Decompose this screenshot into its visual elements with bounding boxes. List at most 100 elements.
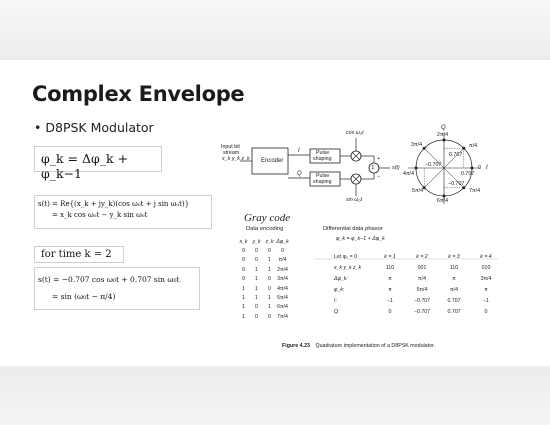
encoding-header: x_k <box>239 238 248 245</box>
figure-caption: Figure 4.23 Quadrature implementation of… <box>282 343 435 349</box>
equation-phase: φ_k = Δφ_k + φ_k−1 <box>34 146 162 181</box>
output-label: s(t) <box>392 165 400 171</box>
encoding-header: z_k <box>265 238 274 245</box>
constellation-point-1 <box>462 146 466 150</box>
constellation-point-6 <box>442 194 446 198</box>
phasor-cell: −1 <box>387 297 393 304</box>
phasor-cell: 0.707 <box>447 309 461 316</box>
encoding-cell: 0 <box>268 313 271 320</box>
bullet-marker: • <box>34 120 42 135</box>
encoder-box <box>251 147 289 175</box>
equation-signal-line2: = x_k cos ω₀t − y_k sin ω₀t <box>52 211 148 219</box>
constellation-point-0 <box>470 166 474 170</box>
phasor-table: Let φ₀ = 0 k = 1 k = 2 k = 3 k = 4 x_k y… <box>334 251 502 318</box>
constellation-i-label: I <box>486 165 488 171</box>
equation-result-line1: s(t) = −0.707 cos ω₀t + 0.707 sin ω₀t <box>38 275 180 284</box>
point-label-5: 5π/4 <box>412 188 424 194</box>
constellation-point-4 <box>414 166 418 170</box>
encoding-cell: 1 <box>242 313 245 320</box>
phasor-header-row: Let φ₀ = 0 k = 1 k = 2 k = 3 k = 4 <box>334 251 502 262</box>
phasor-header: Let φ₀ = 0 <box>334 253 357 260</box>
encoding-cell: 1 <box>268 295 271 302</box>
encoding-cell: 0 <box>255 313 258 320</box>
encoding-cell: 1 <box>268 304 271 311</box>
encoding-cell: 1 <box>255 266 258 273</box>
input-label-2: stream <box>223 150 240 156</box>
data-encoding-heading: Data encoding <box>246 226 284 232</box>
top-band <box>0 0 550 60</box>
encoding-cell: 0 <box>268 276 271 283</box>
phasor-cell: π <box>452 275 456 282</box>
table-row: 1 0 0 7π/4 <box>237 312 289 321</box>
constellation-point-2 <box>442 138 446 142</box>
encoding-cell: 0 <box>242 257 245 264</box>
phasor-cell: 0 <box>388 309 392 316</box>
encoding-header: Δφ_k <box>276 238 289 245</box>
encoding-cell: 0 <box>255 304 258 311</box>
equation-result-line2: = sin (ω₀t − π/4) <box>52 292 116 301</box>
bullet-item: • D8PSK Modulator <box>34 120 154 135</box>
phasor-header: k = 2 <box>416 253 428 260</box>
phasor-cell: 010 <box>481 264 491 271</box>
input-label-3: x_k y_k z_k <box>222 156 250 162</box>
encoding-cell: 1 <box>242 304 245 311</box>
figure-d8psk: Input bit stream x_k y_k z_k Encoder I Q… <box>218 124 510 354</box>
encoding-cell: π/4 <box>278 257 287 264</box>
sum-symbol: Σ <box>371 165 375 171</box>
phasor-cell: φ_k: <box>334 286 345 293</box>
phasor-header: k = 1 <box>384 253 396 260</box>
input-label-1: Input bit <box>221 144 240 150</box>
encoding-cell: 0 <box>281 248 284 255</box>
cos-label: cos ω₀t <box>346 130 364 136</box>
equation-signal: s(t) = Re{(x_k + jy_k)(cos ω₀t + j sin ω… <box>34 195 212 229</box>
encoding-header-row: x_k y_k z_k Δφ_k <box>237 237 289 246</box>
phasor-header: k = 3 <box>448 253 460 260</box>
phasor-cell: Δφ_k: <box>334 275 348 282</box>
phasor-cell: π <box>388 275 392 282</box>
pulse-q-text-1: Pulse <box>316 173 330 179</box>
point-label-0: 0 <box>478 165 481 171</box>
encoding-cell: 0 <box>268 285 271 292</box>
caption-text: Quadrature implementation of a D8PSK mod… <box>315 343 435 349</box>
encoding-cell: 1 <box>268 266 271 273</box>
constellation-q-label: Q <box>441 125 446 131</box>
phasor-cell: 5π/4 <box>416 286 428 293</box>
value-left: −0.707 <box>425 162 442 168</box>
phasor-cell: −0.707 <box>413 309 430 316</box>
mixer-i-x2 <box>352 152 360 160</box>
pulse-i-text-1: Pulse <box>316 150 330 156</box>
encoding-cell: 0 <box>242 248 245 255</box>
encoding-cell: 7π/4 <box>277 313 288 320</box>
phasor-header: k = 4 <box>480 253 492 260</box>
phasor-cell: 0 <box>484 309 488 316</box>
point-label-3: 3π/4 <box>411 142 423 148</box>
encoding-cell: 1 <box>255 276 258 283</box>
bullet-text: D8PSK Modulator <box>45 120 154 135</box>
encoding-cell: 6π/4 <box>277 304 288 311</box>
pulse-q-text-2: shaping <box>313 179 332 185</box>
phasor-cell: 110 <box>385 264 395 271</box>
i-label: I <box>298 148 300 154</box>
equation-result: s(t) = −0.707 cos ω₀t + 0.707 sin ω₀t = … <box>34 267 200 310</box>
phasor-cell: 0.707 <box>447 297 461 304</box>
encoding-cell: 0 <box>255 257 258 264</box>
encoding-cell: 0 <box>268 248 271 255</box>
phasor-cell: 3π/4 <box>480 275 492 282</box>
equation-signal-line1: s(t) = Re{(x_k + jy_k)(cos ω₀t + j sin ω… <box>38 200 190 208</box>
encoding-cell: 1 <box>242 285 245 292</box>
point-label-1: π/4 <box>469 143 478 149</box>
point-label-4: 4π/4 <box>403 171 415 177</box>
phasor-cell: I: <box>334 297 337 304</box>
caption-label: Figure 4.23 <box>282 343 310 349</box>
gray-code-title: Gray code <box>244 212 291 224</box>
constellation-point-5 <box>422 186 426 190</box>
encoding-cell: 2π/4 <box>277 266 288 273</box>
phasor-cell: −1 <box>483 297 489 304</box>
value-right: 0.707 <box>461 171 475 177</box>
